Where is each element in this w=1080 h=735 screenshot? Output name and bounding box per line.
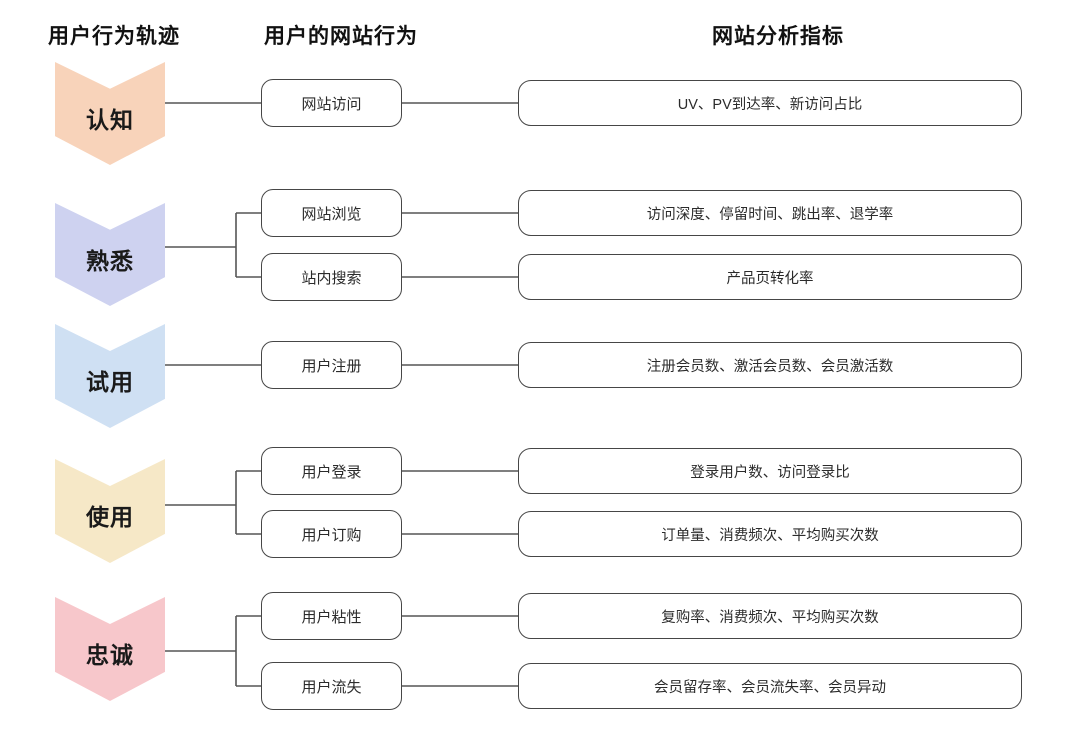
stage-chevron-trial: 试用 <box>55 324 165 428</box>
column-header-analysis-metrics: 网站分析指标 <box>712 25 844 48</box>
metric-node-user-churn: 会员留存率、会员流失率、会员异动 <box>518 663 1022 709</box>
behavior-node-user-churn: 用户流失 <box>261 662 402 710</box>
metric-node-user-stickiness: 复购率、消费频次、平均购买次数 <box>518 593 1022 639</box>
behavior-node-user-login: 用户登录 <box>261 447 402 495</box>
behavior-node-user-register: 用户注册 <box>261 341 402 389</box>
stage-chevron-cognition: 认知 <box>55 62 165 165</box>
behavior-node-site-search: 站内搜索 <box>261 253 402 301</box>
column-header-user-track: 用户行为轨迹 <box>48 25 180 48</box>
metric-node-user-login: 登录用户数、访问登录比 <box>518 448 1022 494</box>
behavior-node-user-stickiness: 用户粘性 <box>261 592 402 640</box>
metric-node-site-visit: UV、PV到达率、新访问占比 <box>518 80 1022 126</box>
metric-node-user-order: 订单量、消费频次、平均购买次数 <box>518 511 1022 557</box>
behavior-node-user-order: 用户订购 <box>261 510 402 558</box>
metric-node-site-browse: 访问深度、停留时间、跳出率、退学率 <box>518 190 1022 236</box>
metric-node-site-search: 产品页转化率 <box>518 254 1022 300</box>
stage-chevron-familiarity: 熟悉 <box>55 203 165 306</box>
column-header-site-behavior: 用户的网站行为 <box>264 25 418 48</box>
stage-chevron-usage: 使用 <box>55 459 165 563</box>
stage-chevron-loyalty: 忠诚 <box>55 597 165 701</box>
behavior-node-site-browse: 网站浏览 <box>261 189 402 237</box>
behavior-node-site-visit: 网站访问 <box>261 79 402 127</box>
metric-node-user-register: 注册会员数、激活会员数、会员激活数 <box>518 342 1022 388</box>
